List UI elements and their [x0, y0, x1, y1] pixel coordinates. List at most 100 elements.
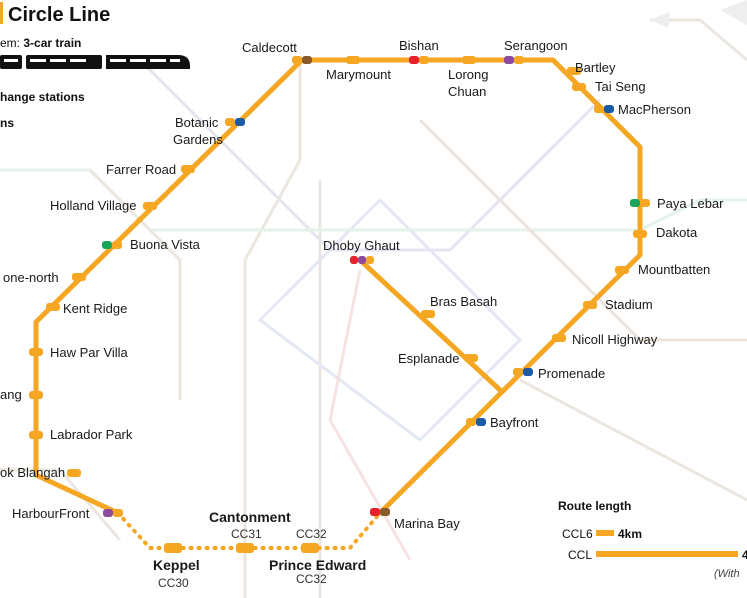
- bishan-ccl-part: [419, 56, 429, 64]
- marker-esplanade[interactable]: [464, 354, 478, 362]
- label-telok-blangah[interactable]: ok Blangah: [0, 465, 65, 480]
- interchange-paya-lebar[interactable]: [630, 199, 650, 207]
- train-system-prefix: em:: [0, 36, 23, 50]
- label-dakota[interactable]: Dakota: [656, 225, 698, 240]
- label-harbourfront[interactable]: HarbourFront: [12, 506, 90, 521]
- marker-labrador-park[interactable]: [29, 431, 43, 439]
- marker-tai-seng[interactable]: [572, 83, 586, 91]
- label-marymount[interactable]: Marymount: [326, 67, 391, 82]
- map-header: Circle Line em: 3-car train hange statio…: [0, 2, 190, 130]
- label-botanic-gardens-line2[interactable]: Gardens: [173, 132, 223, 147]
- marker-pasir-panjang[interactable]: [29, 391, 43, 399]
- legend-ccl-bar: [596, 551, 738, 557]
- label-promenade[interactable]: Promenade: [538, 366, 605, 381]
- marker-dakota[interactable]: [633, 230, 647, 238]
- ccl-dhoby-branch: [357, 257, 503, 393]
- marker-marymount[interactable]: [346, 56, 360, 64]
- label-lorong-chuan-line1[interactable]: Lorong: [448, 67, 488, 82]
- marker-nicoll-highway[interactable]: [552, 334, 566, 342]
- legend-ccl-label: CCL: [568, 548, 592, 562]
- label-keppel[interactable]: Keppel: [153, 557, 200, 573]
- marker-prince-edward[interactable]: [301, 543, 319, 553]
- marker-haw-par-villa[interactable]: [29, 348, 43, 356]
- marker-holland-village[interactable]: [143, 202, 157, 210]
- marker-lorong-chuan[interactable]: [462, 56, 476, 64]
- macpherson-dt-part: [604, 105, 614, 113]
- label-keppel-code: CC30: [158, 576, 189, 590]
- label-holland-village[interactable]: Holland Village: [50, 198, 137, 213]
- label-prince-edward[interactable]: Prince Edward: [269, 557, 366, 573]
- train-windows: [4, 59, 180, 62]
- label-serangoon[interactable]: Serangoon: [504, 38, 568, 53]
- circle-line-track: [33, 57, 643, 516]
- label-dhoby-ghaut[interactable]: Dhoby Ghaut: [323, 238, 400, 253]
- train-window: [70, 59, 86, 62]
- interchange-bayfront[interactable]: [466, 418, 486, 426]
- label-paya-lebar[interactable]: Paya Lebar: [657, 196, 724, 211]
- dhoby-ghaut-ns-part: [350, 256, 358, 264]
- interchange-bishan[interactable]: [409, 56, 429, 64]
- background-lines: [0, 18, 747, 598]
- train-system-label: em: 3-car train: [0, 36, 81, 50]
- buona-vista-ccl-part: [112, 241, 122, 249]
- label-labrador-park[interactable]: Labrador Park: [50, 427, 133, 442]
- bayfront-ccl-part: [466, 418, 476, 426]
- bg-line-green-1: [0, 168, 747, 232]
- bg-line-grey-1: [138, 58, 602, 252]
- title-accent-bar: [0, 2, 3, 24]
- interchange-serangoon[interactable]: [504, 56, 524, 64]
- interchange-caldecott[interactable]: [292, 56, 312, 64]
- interchange-buona-vista[interactable]: [102, 241, 122, 249]
- label-kent-ridge[interactable]: Kent Ridge: [63, 301, 127, 316]
- label-bras-basah[interactable]: Bras Basah: [430, 294, 497, 309]
- label-cantonment[interactable]: Cantonment: [209, 509, 291, 525]
- interchange-marina-bay[interactable]: [370, 508, 390, 516]
- train-window: [30, 59, 46, 62]
- ccl-east-track: [377, 57, 643, 516]
- serangoon-ne-part: [504, 56, 514, 64]
- marker-cantonment[interactable]: [236, 543, 254, 553]
- label-caldecott[interactable]: Caldecott: [242, 40, 297, 55]
- label-haw-par-villa[interactable]: Haw Par Villa: [50, 345, 129, 360]
- interchange-botanic-gardens[interactable]: [225, 118, 245, 126]
- label-lorong-chuan-line2[interactable]: Chuan: [448, 84, 486, 99]
- marker-one-north[interactable]: [72, 273, 86, 281]
- label-bishan[interactable]: Bishan: [399, 38, 439, 53]
- label-nicoll-highway[interactable]: Nicoll Highway: [572, 332, 658, 347]
- interchange-macpherson[interactable]: [594, 105, 614, 113]
- label-buona-vista[interactable]: Buona Vista: [130, 237, 201, 252]
- harbourfront-ccl-part: [113, 509, 123, 517]
- interchange-harbourfront[interactable]: [103, 509, 123, 517]
- marker-bras-basah[interactable]: [421, 310, 435, 318]
- marker-mountbatten[interactable]: [615, 266, 629, 274]
- ccl6-dotted-track: [116, 511, 382, 550]
- marker-bartley[interactable]: [567, 67, 581, 75]
- marker-farrer-road[interactable]: [181, 165, 195, 173]
- marker-telok-blangah[interactable]: [67, 469, 81, 477]
- label-bartley[interactable]: Bartley: [575, 60, 616, 75]
- label-tai-seng[interactable]: Tai Seng: [595, 79, 646, 94]
- label-farrer-road[interactable]: Farrer Road: [106, 162, 176, 177]
- label-one-north[interactable]: one-north: [3, 270, 59, 285]
- bg-line-grey-8: [88, 168, 182, 400]
- bg-line-grey-7: [0, 468, 122, 541]
- marker-stadium[interactable]: [583, 301, 597, 309]
- interchange-promenade[interactable]: [513, 368, 533, 376]
- train-window: [110, 59, 126, 62]
- label-stadium[interactable]: Stadium: [605, 297, 653, 312]
- marker-kent-ridge[interactable]: [46, 303, 60, 311]
- label-esplanade[interactable]: Esplanade: [398, 351, 459, 366]
- label-pasir-panjang[interactable]: ang: [0, 387, 22, 402]
- bg-line-grey-4: [243, 60, 302, 261]
- label-marina-bay[interactable]: Marina Bay: [394, 516, 460, 531]
- label-bayfront[interactable]: Bayfront: [490, 415, 539, 430]
- marker-keppel[interactable]: [164, 543, 182, 553]
- label-macpherson[interactable]: MacPherson: [618, 102, 691, 117]
- bg-line-grey-5: [519, 378, 747, 502]
- interchange-dhoby-ghaut[interactable]: [350, 256, 374, 264]
- label-botanic-gardens-line1[interactable]: Botanic: [175, 115, 219, 130]
- label-mountbatten[interactable]: Mountbatten: [638, 262, 710, 277]
- train-window: [170, 59, 180, 62]
- caldecott-te-part: [302, 56, 312, 64]
